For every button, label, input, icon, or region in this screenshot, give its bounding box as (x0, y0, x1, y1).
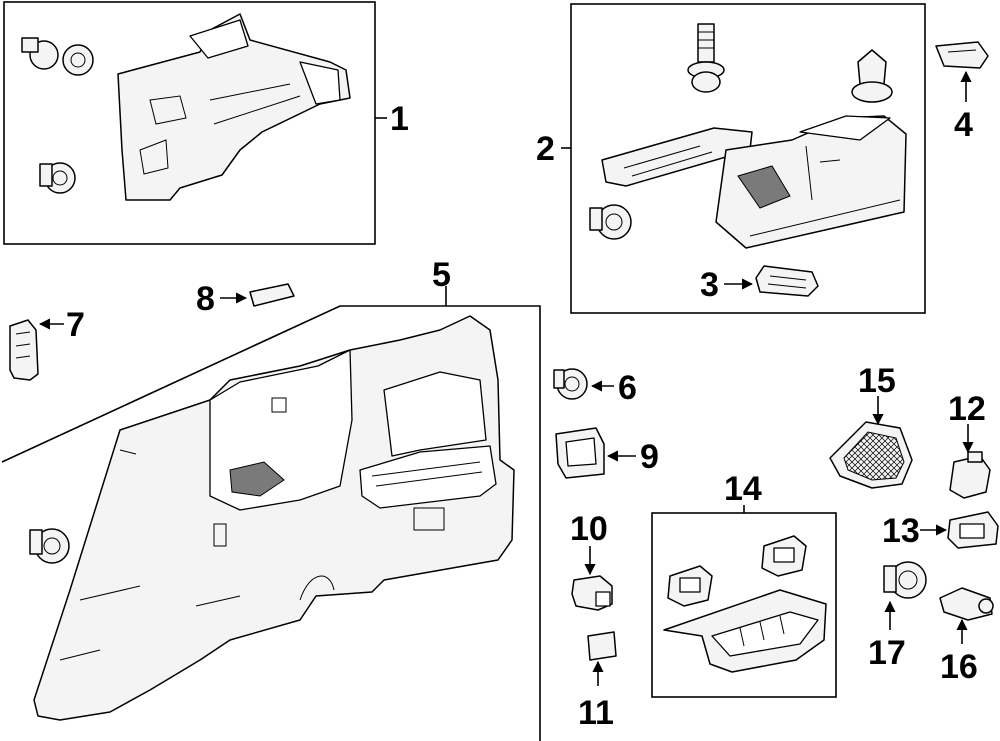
part-13-hook-icon (947, 511, 999, 549)
callout-6: 6 (618, 369, 637, 407)
callout-10: 10 (570, 510, 608, 548)
part-8-cap-icon (249, 283, 295, 307)
screw-icon (687, 23, 725, 93)
part-9-vent-icon (555, 427, 605, 479)
callout-12: 12 (948, 390, 986, 428)
group-1-clips (21, 37, 94, 194)
grommet-icon (589, 204, 632, 240)
part-6-grommet-icon (553, 368, 588, 400)
part-15-grille-icon (829, 421, 913, 489)
grommet-icon (29, 528, 70, 564)
callout-7: 7 (66, 306, 85, 344)
part-2-trim-tray-icon (601, 115, 907, 249)
callout-4: 4 (954, 106, 973, 144)
part-10-socket-icon (571, 575, 613, 611)
part-7-bracket-icon (9, 319, 39, 381)
callout-13: 13 (882, 512, 920, 550)
part-5-quarter-trim-panel-icon (33, 315, 515, 721)
part-3-clip-icon (755, 265, 819, 297)
callout-15: 15 (858, 362, 896, 400)
callout-16: 16 (940, 648, 978, 686)
part-17-grommet-icon (883, 561, 927, 599)
callout-2: 2 (536, 130, 555, 168)
callout-17: 17 (868, 634, 906, 672)
group-2-frame (561, 3, 926, 314)
callout-1: 1 (390, 100, 409, 138)
group-1-frame (3, 1, 387, 245)
group-14-frame (651, 505, 837, 698)
part-4-clip-icon (935, 41, 989, 69)
callout-14: 14 (724, 470, 762, 508)
push-clip-icon (851, 49, 893, 103)
part-11-cover-icon (587, 631, 617, 661)
part-1-duct-icon (117, 13, 351, 201)
callout-8: 8 (196, 280, 215, 318)
group-5-frame (1, 286, 541, 741)
part-14-hook-right-icon (761, 535, 807, 577)
part-12-hook-icon (949, 451, 991, 499)
callout-3: 3 (700, 266, 719, 304)
part-14-hook-left-icon (667, 565, 713, 607)
callout-5: 5 (432, 256, 451, 294)
callout-11: 11 (578, 694, 614, 732)
part-14-tray-icon (663, 589, 827, 673)
grommet-icon (39, 162, 76, 194)
callout-9: 9 (640, 438, 659, 476)
part-16-fastener-icon (939, 587, 994, 621)
push-clip-icon (21, 37, 94, 76)
